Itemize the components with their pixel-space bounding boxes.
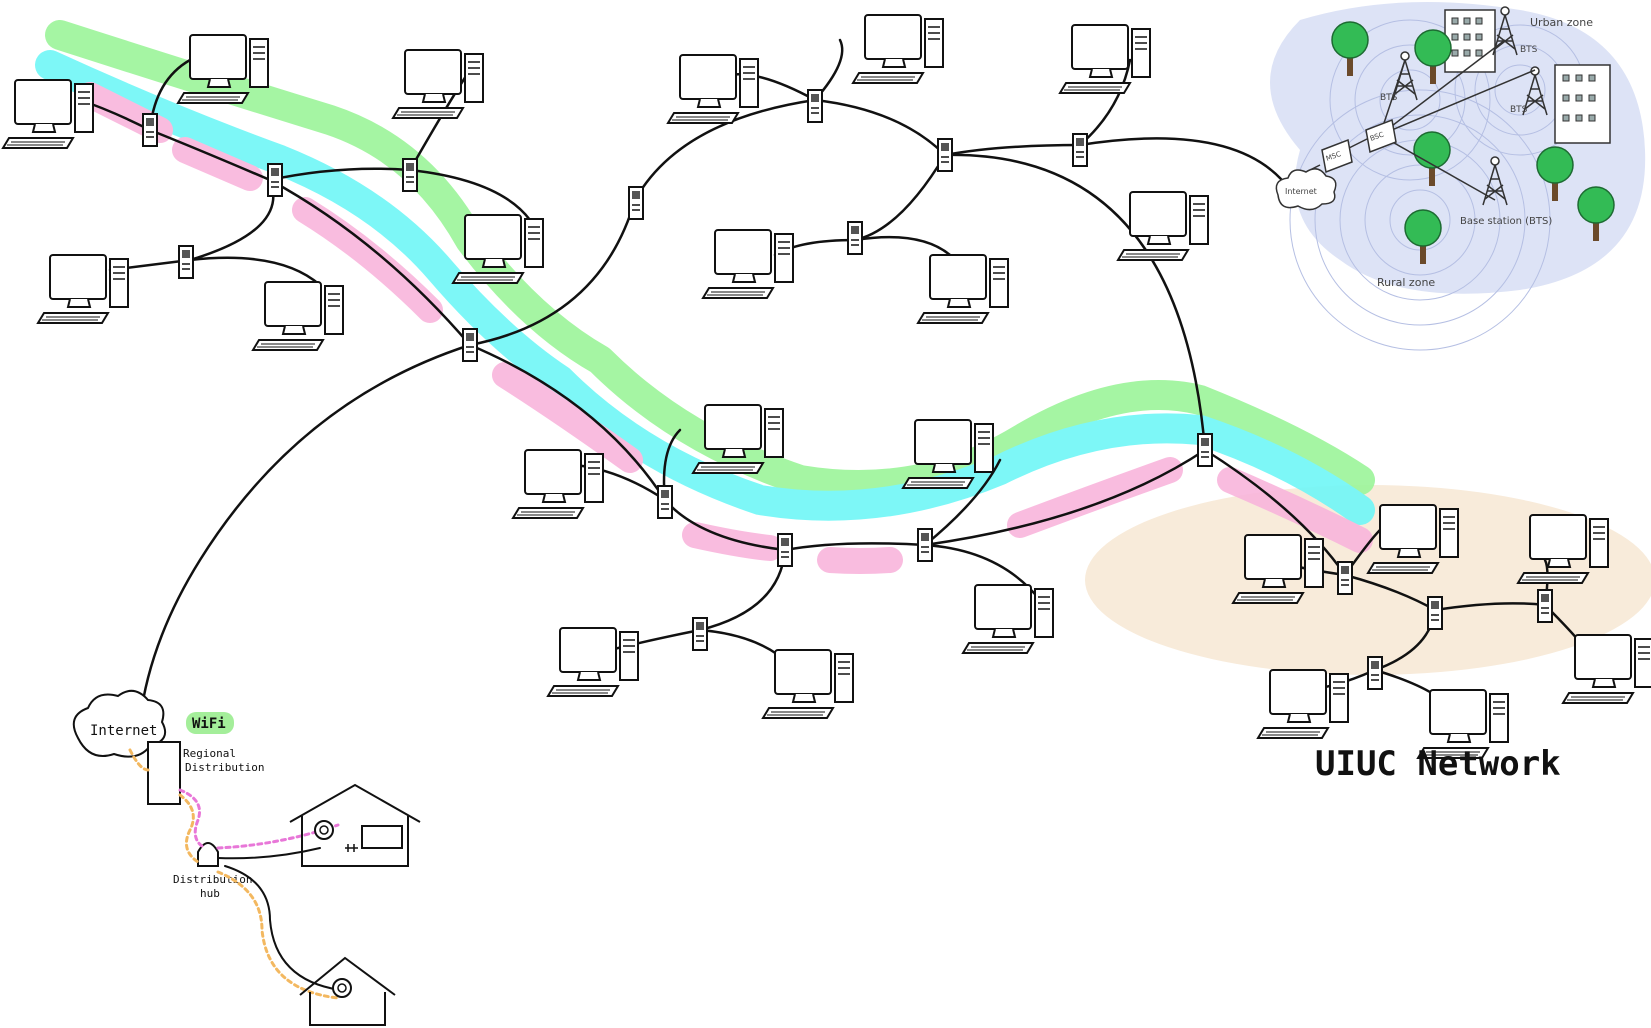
computer bbox=[692, 404, 784, 474]
plug-icon bbox=[345, 844, 358, 852]
switch bbox=[142, 113, 158, 147]
base-station-label: Base station (BTS) bbox=[1460, 216, 1552, 227]
rural-zone-label: Rural zone bbox=[1377, 276, 1435, 289]
cyan-band bbox=[35, 50, 1375, 525]
computer bbox=[917, 254, 1009, 324]
switch bbox=[847, 221, 863, 255]
wifi-label: WiFi bbox=[192, 716, 226, 732]
cellular-zone bbox=[1270, 2, 1646, 294]
switch bbox=[657, 485, 673, 519]
computer bbox=[2, 79, 94, 149]
wifi-tag bbox=[186, 712, 234, 734]
uiuc-zone bbox=[1085, 485, 1651, 675]
computer bbox=[392, 49, 484, 119]
computer bbox=[512, 449, 604, 519]
computers bbox=[2, 14, 1651, 759]
switch bbox=[692, 617, 708, 651]
wifi-distribution: Internet WiFi Regional Distribution Dist… bbox=[72, 689, 421, 1026]
computer bbox=[452, 214, 544, 284]
computer bbox=[962, 584, 1054, 654]
computer bbox=[1517, 514, 1609, 584]
wifi-router-icon bbox=[314, 820, 334, 840]
signal-rings bbox=[1289, 19, 1586, 351]
pink-band-6 bbox=[817, 547, 903, 574]
cellular-internet-cloud bbox=[1275, 168, 1337, 211]
highlight-bands bbox=[35, 20, 1375, 574]
switch bbox=[1427, 596, 1443, 630]
switch bbox=[1537, 589, 1553, 623]
bts-label: BTS bbox=[1380, 93, 1398, 103]
pink-band-3 bbox=[292, 197, 443, 323]
switch bbox=[1197, 433, 1213, 467]
computer bbox=[1232, 534, 1324, 604]
computer bbox=[547, 627, 639, 697]
computer bbox=[1417, 689, 1509, 759]
switch bbox=[1367, 656, 1383, 690]
computer bbox=[1562, 634, 1651, 704]
house-1 bbox=[289, 783, 421, 867]
pink-band-4 bbox=[492, 362, 643, 473]
msc-box bbox=[1321, 138, 1353, 174]
computer bbox=[252, 281, 344, 351]
switch bbox=[402, 158, 418, 192]
distribution-hub-label-2: hub bbox=[200, 887, 220, 900]
internet-cloud-label: Internet bbox=[90, 723, 157, 739]
wifi-router-icon bbox=[332, 978, 352, 998]
computer bbox=[852, 14, 944, 84]
switch bbox=[628, 186, 644, 220]
switch bbox=[462, 328, 478, 362]
computer bbox=[1059, 24, 1151, 94]
house-2 bbox=[299, 956, 396, 1026]
green-band bbox=[45, 20, 1375, 500]
regional-distribution-box bbox=[147, 741, 181, 805]
tv-icon bbox=[361, 825, 403, 849]
switch bbox=[1337, 561, 1353, 595]
pink-band-7 bbox=[1007, 457, 1183, 538]
switch bbox=[777, 533, 793, 567]
computer bbox=[667, 54, 759, 124]
regional-distribution-label-2: Distribution bbox=[185, 761, 264, 774]
cellular-network: MSC BSC Internet Urban zone Rural zone B… bbox=[1275, 6, 1615, 289]
switch bbox=[267, 163, 283, 197]
pink-band-8 bbox=[1217, 467, 1373, 553]
switch bbox=[178, 245, 194, 279]
computer bbox=[902, 419, 994, 489]
switch bbox=[1072, 133, 1088, 167]
bts-label: BTS bbox=[1510, 105, 1528, 115]
computer bbox=[177, 34, 269, 104]
computer bbox=[702, 229, 794, 299]
switch bbox=[937, 138, 953, 172]
switch bbox=[807, 89, 823, 123]
computer bbox=[762, 649, 854, 719]
pink-band-2 bbox=[172, 137, 263, 191]
bts-label: BTS bbox=[1520, 45, 1538, 55]
distribution-hub-label-1: Distribution bbox=[173, 873, 252, 886]
internet-cloud bbox=[72, 689, 166, 758]
computer bbox=[1257, 669, 1349, 739]
uiuc-network-label: UIUC Network bbox=[1315, 744, 1561, 784]
computer bbox=[1367, 504, 1459, 574]
urban-zone-label: Urban zone bbox=[1530, 16, 1593, 29]
distribution-hub bbox=[197, 842, 219, 867]
network-links bbox=[78, 38, 1347, 722]
regional-distribution-label-1: Regional bbox=[183, 747, 236, 760]
computer bbox=[37, 254, 129, 324]
cellular-internet-label: Internet bbox=[1285, 187, 1317, 196]
bsc-box bbox=[1365, 118, 1397, 154]
computer bbox=[1117, 191, 1209, 261]
switch bbox=[917, 528, 933, 562]
